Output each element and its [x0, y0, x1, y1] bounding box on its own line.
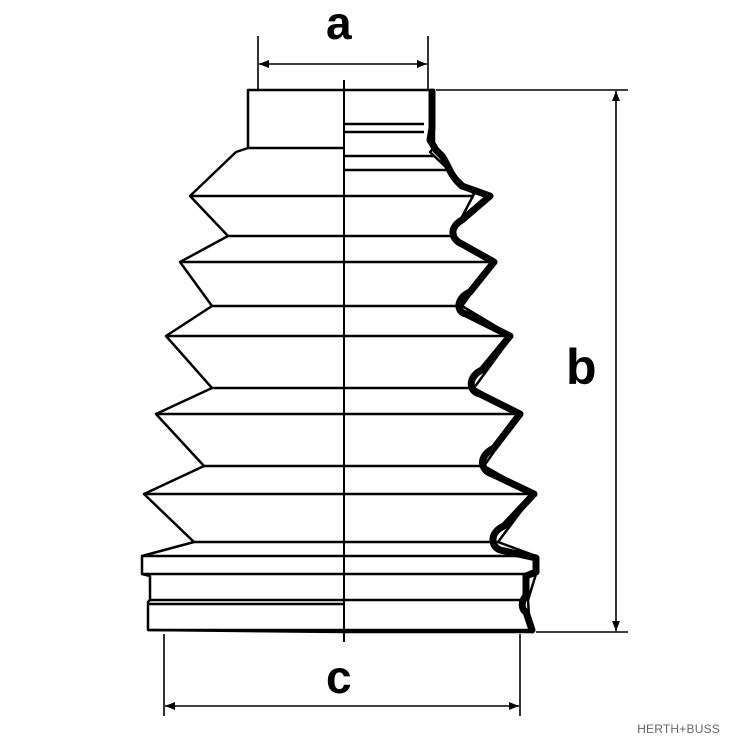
dimension-b [436, 89, 628, 633]
brand-watermark: HERTH+BUSS [637, 722, 720, 736]
dimension-a-label: a [326, 0, 352, 49]
dimension-b-label: b [566, 339, 597, 395]
dimension-c [163, 634, 521, 716]
dimension-c-label: c [326, 651, 352, 703]
boot-outline-left [140, 88, 345, 634]
dimension-a [257, 36, 429, 90]
boot-section-right [344, 88, 540, 634]
